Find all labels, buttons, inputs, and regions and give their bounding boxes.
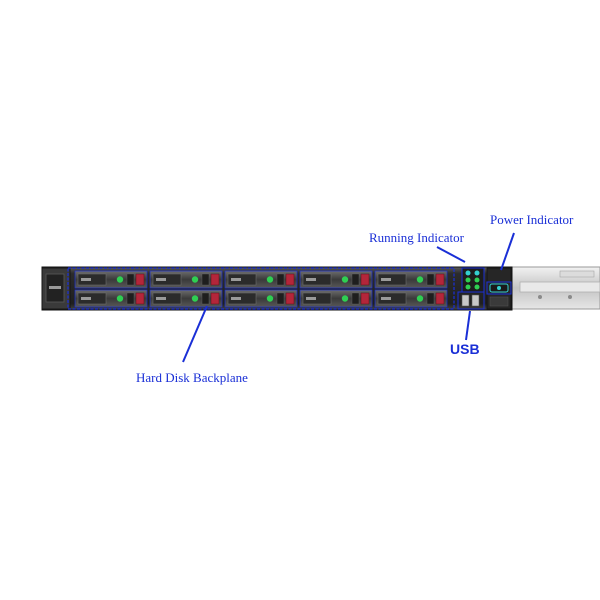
drive-status-led-icon [341, 295, 349, 302]
drive-release-latch[interactable] [360, 292, 370, 305]
drive-release-latch[interactable] [135, 292, 145, 305]
running-indicator-leader [436, 246, 466, 263]
drive-release-latch[interactable] [210, 292, 220, 305]
drive-bay[interactable] [374, 289, 448, 308]
power-indicator-leader [500, 232, 515, 271]
drive-status-led-icon [191, 276, 199, 283]
usb-port[interactable] [461, 294, 470, 307]
usb-leader [465, 310, 471, 341]
status-led-panel [461, 267, 485, 293]
hard-disk-backplane-outline [67, 267, 455, 310]
power-led-icon [497, 286, 501, 290]
drive-release-latch[interactable] [285, 273, 295, 286]
drive-bay[interactable] [374, 270, 448, 289]
running-indicator-led-icon [474, 284, 480, 290]
running-indicator-led-icon [465, 277, 471, 283]
drive-bay[interactable] [74, 289, 148, 308]
running-indicator-led-icon [465, 284, 471, 290]
hard-disk-backplane-label: Hard Disk Backplane [136, 370, 248, 385]
drive-bay[interactable] [149, 270, 223, 289]
drive-release-latch[interactable] [135, 273, 145, 286]
drive-status-led-icon [416, 295, 424, 302]
drive-release-latch[interactable] [360, 273, 370, 286]
drive-status-led-icon [266, 276, 274, 283]
drive-status-led-icon [116, 276, 124, 283]
drive-bay[interactable] [74, 270, 148, 289]
usb-port-group [457, 291, 485, 310]
usb-label: USB [450, 341, 480, 357]
power-indicator-label: Power Indicator [490, 212, 574, 227]
drive-release-latch[interactable] [285, 292, 295, 305]
drive-bay[interactable] [299, 289, 373, 308]
annotation-leaders [182, 232, 515, 363]
running-indicator-led-icon [465, 270, 471, 276]
drive-status-led-icon [341, 276, 349, 283]
drive-status-led-icon [416, 276, 424, 283]
rack-rail [511, 266, 600, 310]
running-indicator-label: Running Indicator [369, 230, 465, 245]
running-indicator-led-icon [474, 270, 480, 276]
drive-bay-grid [74, 270, 448, 308]
power-indicator-group [486, 281, 512, 307]
drive-release-latch[interactable] [435, 273, 445, 286]
drive-bay[interactable] [224, 270, 298, 289]
drive-bay[interactable] [149, 289, 223, 308]
drive-bay[interactable] [299, 270, 373, 289]
drive-status-led-icon [266, 295, 274, 302]
hard-disk-backplane-leader [182, 305, 208, 363]
drive-release-latch[interactable] [210, 273, 220, 286]
drive-release-latch[interactable] [435, 292, 445, 305]
drive-status-led-icon [191, 295, 199, 302]
running-indicator-led-icon [474, 277, 480, 283]
drive-status-led-icon [116, 295, 124, 302]
drive-bay[interactable] [224, 289, 298, 308]
usb-port[interactable] [471, 294, 480, 307]
